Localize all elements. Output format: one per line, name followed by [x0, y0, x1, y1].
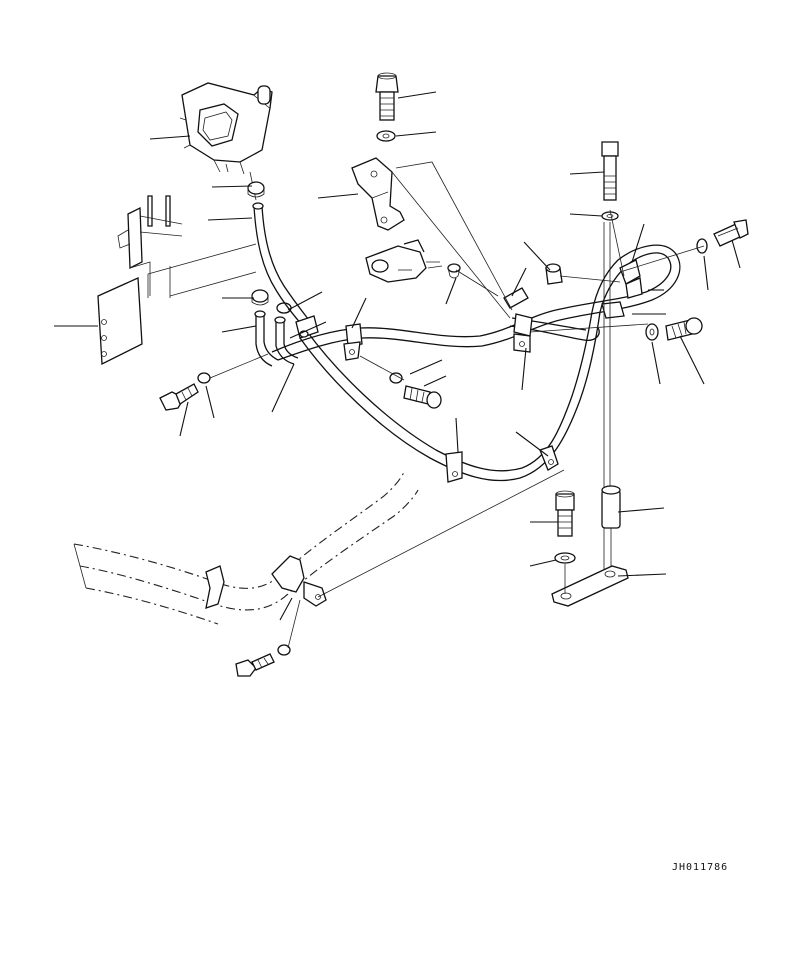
mounting-bracket-plate — [97, 195, 183, 366]
leader-lines — [54, 91, 741, 621]
assembly-lines — [209, 161, 705, 381]
mounting-plate — [551, 565, 629, 607]
hose-stub-left — [254, 310, 279, 367]
hose-clamp-c — [513, 313, 533, 353]
bolt-center — [403, 385, 442, 409]
spacer-collar — [545, 263, 563, 285]
hose-clamp-small — [247, 181, 265, 198]
hose-clamp-d — [445, 451, 463, 483]
bolt-lower-left — [159, 383, 199, 411]
washer-right-top — [601, 211, 619, 221]
bolt-frame — [235, 653, 275, 677]
frame-clamp-right — [271, 555, 327, 607]
washer-frame — [277, 644, 291, 656]
bolt-bottom-center — [555, 490, 575, 537]
hose-clamp-e — [539, 445, 559, 471]
upper-left-hose — [252, 202, 313, 331]
washer-center — [389, 372, 403, 384]
hose-clamp-f — [619, 259, 643, 299]
frame-dash-outline — [73, 471, 419, 625]
hose-stub-right — [274, 316, 299, 365]
tube-segment — [503, 287, 529, 309]
hose-fitting-small — [447, 263, 461, 279]
washer-middle-right — [645, 323, 659, 341]
bolt-upper-right — [713, 219, 749, 247]
assembly-axis-right — [603, 222, 611, 490]
washer-upper-center — [376, 130, 396, 142]
bolt-middle-right — [665, 317, 703, 341]
washer-upper-right — [696, 238, 708, 254]
spacer-tube-right — [601, 485, 621, 529]
reference-lines — [147, 171, 257, 298]
washer-lower-left — [197, 372, 211, 384]
drawing-number: JH011786 — [672, 862, 729, 873]
valve-housing — [179, 82, 273, 175]
bolt-upper-center — [375, 72, 399, 121]
hose-clamp-small-2 — [251, 289, 269, 306]
bolt-long-right — [601, 141, 619, 201]
hose-bracket — [351, 157, 405, 231]
main-hose-lower — [299, 311, 601, 482]
frame-clamp-left — [205, 565, 225, 609]
washer-bottom-center — [554, 552, 576, 564]
solenoid-valve — [365, 239, 443, 283]
hose-clamp-b — [343, 323, 363, 361]
hose-clamp-g — [601, 301, 625, 319]
